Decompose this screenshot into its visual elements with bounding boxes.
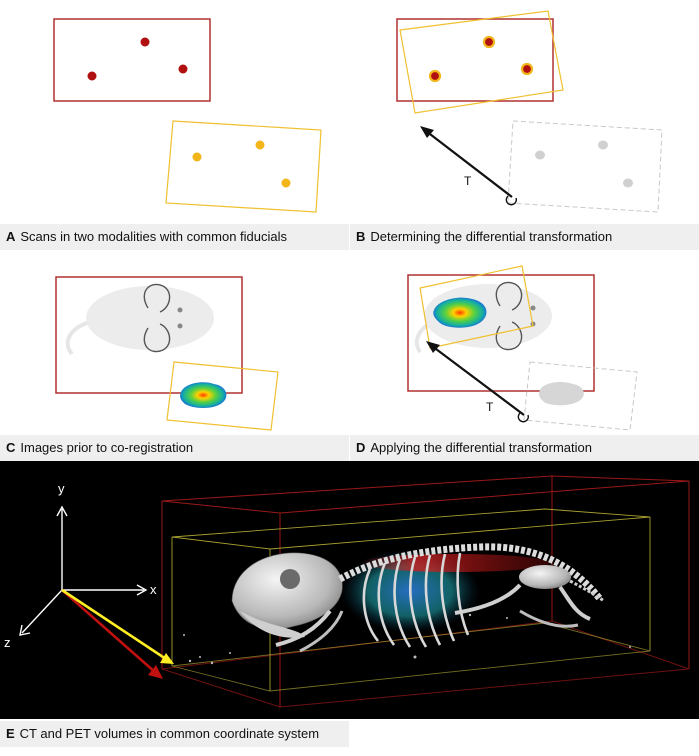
transform-label: T [486, 400, 494, 414]
mouse-tail [65, 320, 91, 356]
caption-text: CT and PET volumes in common coordinate … [19, 726, 320, 741]
caption-letter: A [6, 229, 16, 244]
mouse-ear-icon [495, 321, 523, 351]
mouse-ear-icon [495, 281, 523, 311]
caption-d: D Applying the differential transformatio… [350, 435, 699, 461]
coordinate-axes [19, 505, 148, 636]
ribcage [362, 552, 470, 648]
arrow-head-icon [148, 665, 163, 679]
panel-e-volume-render: y x z [4, 475, 690, 708]
mouse-body [86, 286, 214, 350]
mouse-eye [530, 305, 536, 311]
eye-socket [280, 569, 300, 589]
hindlimb [519, 609, 579, 628]
forelimb [299, 610, 344, 653]
axis-label-y: y [58, 481, 65, 496]
caption-letter: C [6, 440, 16, 455]
axis-label-z: z [4, 635, 11, 650]
ct-frame [53, 18, 211, 102]
rotation-icon [517, 412, 530, 423]
transform-label: T [464, 174, 472, 188]
caption-text: Scans in two modalities with common fidu… [20, 229, 287, 244]
merged-fiducial [482, 35, 496, 49]
caption-e: E CT and PET volumes in common coordinate… [0, 721, 349, 747]
transform-arrow [431, 345, 525, 416]
merged-fiducial [428, 69, 442, 83]
mouse-ear-icon [143, 323, 171, 353]
pet-fiducial [255, 140, 265, 150]
pet-hotspot [180, 382, 227, 408]
ct-fiducial [87, 71, 97, 81]
panel-b-diagram: T [396, 10, 663, 213]
pet-frame-aligned [399, 10, 564, 114]
panel-a-diagram [53, 18, 322, 213]
arrow-head-icon [426, 341, 440, 353]
merged-fiducial [520, 62, 534, 76]
caption-text: Determining the differential transformat… [370, 229, 613, 244]
pet-uptake-spine [360, 554, 550, 572]
caption-text: Applying the differential transformation [370, 440, 592, 455]
ghost-frame [523, 361, 638, 431]
rotation-icon [505, 195, 518, 206]
hindlimb [558, 585, 591, 621]
pet-fiducial [192, 152, 202, 162]
forelimb [275, 609, 332, 647]
ct-fiducial [178, 64, 188, 74]
arrow-head-icon [420, 126, 434, 138]
ct-noise [183, 613, 631, 665]
caption-b: B Determining the differential transforma… [350, 224, 699, 250]
caption-letter: D [356, 440, 366, 455]
hindlimb [454, 583, 522, 615]
panel-d: T [350, 250, 699, 434]
panel-c-diagram [55, 276, 279, 431]
ct-frame [407, 274, 595, 392]
axis-label-x: x [150, 582, 157, 597]
panel-a [0, 0, 349, 222]
pet-fiducial [281, 178, 291, 188]
ghost-fiducial [535, 150, 545, 160]
pelvis [519, 565, 571, 589]
ct-frame [55, 276, 243, 394]
tail [569, 579, 605, 603]
arrow-head-icon [160, 653, 174, 664]
caption-letter: E [6, 726, 15, 741]
ct-fiducial [140, 37, 150, 47]
panel-b: T [350, 0, 699, 222]
panel-d-diagram: T [407, 265, 638, 431]
transform-arrow [425, 130, 513, 198]
pet-frame-aligned [419, 265, 534, 349]
jaw [240, 611, 305, 638]
mouse-ear-icon [143, 283, 171, 313]
ct-frame [396, 18, 554, 102]
mouse-eye [177, 323, 183, 329]
spine [338, 543, 603, 602]
caption-c: C Images prior to co-registration [0, 435, 349, 461]
ghost-hotspot [539, 382, 584, 406]
ghost-fiducial [598, 140, 608, 150]
ghost-fiducial [623, 178, 633, 188]
pet-origin-vector [61, 588, 167, 661]
caption-letter: B [356, 229, 366, 244]
panel-c [0, 250, 349, 434]
caption-text: Images prior to co-registration [20, 440, 194, 455]
pet-frame [166, 361, 279, 431]
ct-origin-vector [61, 589, 157, 674]
caption-a: A Scans in two modalities with common fid… [0, 224, 349, 250]
mouse-eye [177, 307, 183, 313]
panel-e: y x z [0, 461, 699, 719]
ghost-frame [507, 120, 663, 213]
pet-hotspot [433, 297, 487, 328]
pet-frame [165, 120, 322, 213]
